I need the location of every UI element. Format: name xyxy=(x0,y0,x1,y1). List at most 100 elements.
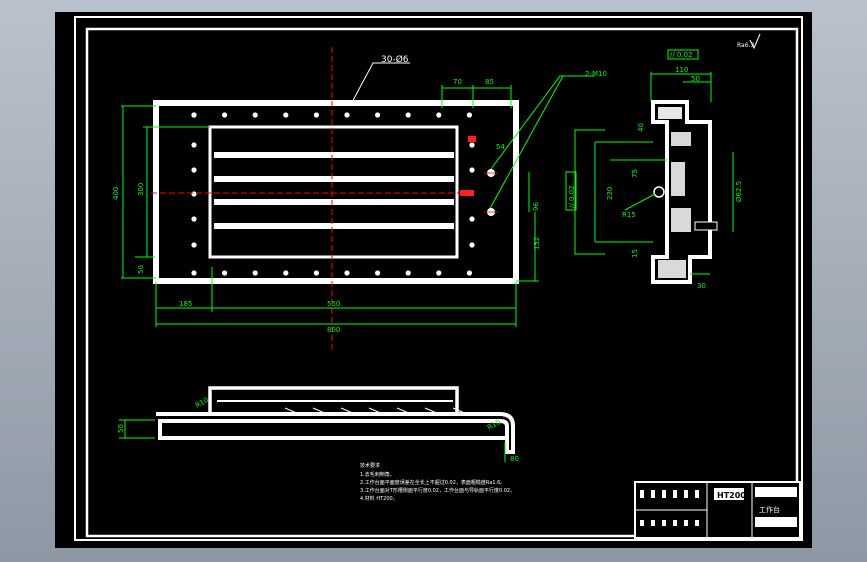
tolerance-frame xyxy=(667,49,699,60)
mounting-hole xyxy=(405,112,411,118)
material-label: HT200 xyxy=(717,491,746,500)
mounting-hole xyxy=(191,112,197,118)
hatch-line xyxy=(284,407,300,415)
title-block-mark xyxy=(662,490,666,498)
cad-viewport[interactable]: 30-Ø6 70 85 2-M10 54 96 400 300 50 152 xyxy=(55,12,812,548)
mounting-hole xyxy=(191,270,197,276)
dim-550-label: 550 xyxy=(327,300,340,308)
tolerance-left-label: // 0.02 xyxy=(568,185,576,208)
side-dim-50-label: 50 xyxy=(117,424,125,433)
t-slot xyxy=(214,223,454,229)
dim-15-label: 15 xyxy=(631,249,639,258)
inner-border xyxy=(85,27,799,538)
title-block-cell xyxy=(755,487,797,497)
mounting-hole xyxy=(405,270,411,276)
section-hatch xyxy=(671,208,691,232)
mounting-hole xyxy=(375,270,381,276)
mounting-holes xyxy=(191,112,475,276)
radius-leader xyxy=(624,193,656,211)
mounting-hole xyxy=(436,270,442,276)
mounting-hole xyxy=(191,242,197,248)
mounting-hole xyxy=(222,270,228,276)
mounting-hole xyxy=(466,270,472,276)
title-block-mark xyxy=(640,520,644,526)
dim-400-label: 400 xyxy=(112,187,120,200)
tolerance-top-label: // 0.02 xyxy=(670,51,693,59)
t-slot xyxy=(214,152,454,158)
mounting-hole xyxy=(313,270,319,276)
dim-54-label: 54 xyxy=(496,143,505,151)
technical-notes: 技术要求 1.去毛刺倒角。 2.工作台面平面度误差在全长上不超过0.02，表面粗… xyxy=(360,462,515,502)
mounting-hole xyxy=(313,112,319,118)
notes-line: 2.工作台面平面度误差在全长上不超过0.02，表面粗糙度Ra1.6。 xyxy=(360,479,505,486)
title-block-mark xyxy=(684,490,688,498)
table-outline xyxy=(153,100,519,284)
t-slot xyxy=(214,199,454,205)
notes-line: 3.工作台面对T形槽侧面平行度0.02，工作台面与导轨面平行度0.02。 xyxy=(360,487,515,494)
side-hatch xyxy=(284,407,468,415)
title-block-cell xyxy=(755,517,797,527)
dim-185-label: 185 xyxy=(179,300,192,308)
dim-75-label: 75 xyxy=(631,169,639,178)
side-dim-80-label: 80 xyxy=(510,455,519,463)
mounting-hole xyxy=(252,112,258,118)
side-lower-base xyxy=(156,412,515,454)
dim-230-label: 230 xyxy=(606,187,614,200)
material-cell xyxy=(714,488,744,500)
roughness-symbol: Ra6.3 xyxy=(737,42,754,49)
dim-152-label: 152 xyxy=(533,237,541,250)
notes-line: 4.材料 HT200。 xyxy=(360,495,398,502)
dim-50-section-label: 50 xyxy=(691,75,700,83)
mounting-hole xyxy=(191,142,197,148)
dim-50-label: 50 xyxy=(137,265,145,274)
dim-70-label: 70 xyxy=(453,78,462,86)
roughness-mark xyxy=(749,33,761,50)
mounting-hole xyxy=(469,242,475,248)
holes-leader xyxy=(349,62,410,107)
dim-110-label: 110 xyxy=(675,66,688,74)
callout-holes-label: 30-Ø6 xyxy=(381,54,409,65)
hatch-line xyxy=(368,407,384,415)
title-block-mark xyxy=(695,490,699,498)
title-block-mark xyxy=(640,490,644,498)
dim-85-label: 85 xyxy=(485,78,494,86)
mounting-hole xyxy=(469,142,475,148)
radius-r15-label: R15 xyxy=(622,211,636,219)
section-hatch xyxy=(658,107,682,119)
title-block-mark xyxy=(662,520,666,526)
t-slot xyxy=(214,176,454,182)
hatch-line xyxy=(312,407,328,415)
notes-line: 1.去毛刺倒角。 xyxy=(360,471,395,478)
title-block-mark xyxy=(651,490,655,498)
mounting-hole xyxy=(283,270,289,276)
hatch-line xyxy=(424,407,440,415)
section-keyway xyxy=(694,221,718,231)
dim-800-label: 800 xyxy=(327,326,340,334)
title-block-mark xyxy=(651,520,655,526)
mounting-hole xyxy=(252,270,258,276)
outer-border xyxy=(74,16,803,541)
plan-view: 30-Ø6 70 85 2-M10 54 96 400 300 50 152 xyxy=(112,47,607,352)
tolerance-frame-left xyxy=(565,171,577,211)
part-name-label: 工作台 xyxy=(759,505,780,514)
mounting-hole xyxy=(469,216,475,222)
mounting-hole xyxy=(191,191,197,197)
slot-frame xyxy=(208,125,459,259)
mounting-hole xyxy=(191,167,197,173)
mounting-hole xyxy=(375,112,381,118)
title-block-mark xyxy=(695,520,699,526)
title-block-mark xyxy=(673,490,677,498)
title-block-marks xyxy=(640,490,699,526)
mounting-hole xyxy=(222,112,228,118)
dim-96-label: 96 xyxy=(531,202,539,211)
notes-heading: 技术要求 xyxy=(360,462,380,469)
hatch-line xyxy=(396,407,412,415)
title-block-mark xyxy=(673,520,677,526)
section-view: // 0.02 Ra6.3 110 50 // 0.02 230 75 R15 … xyxy=(565,33,761,290)
mounting-hole xyxy=(469,167,475,173)
section-hatch xyxy=(671,132,691,146)
title-block: HT200 工作台 xyxy=(634,481,801,539)
section-bore xyxy=(653,186,665,198)
mounting-hole xyxy=(344,270,350,276)
red-hole-marker xyxy=(468,136,476,142)
